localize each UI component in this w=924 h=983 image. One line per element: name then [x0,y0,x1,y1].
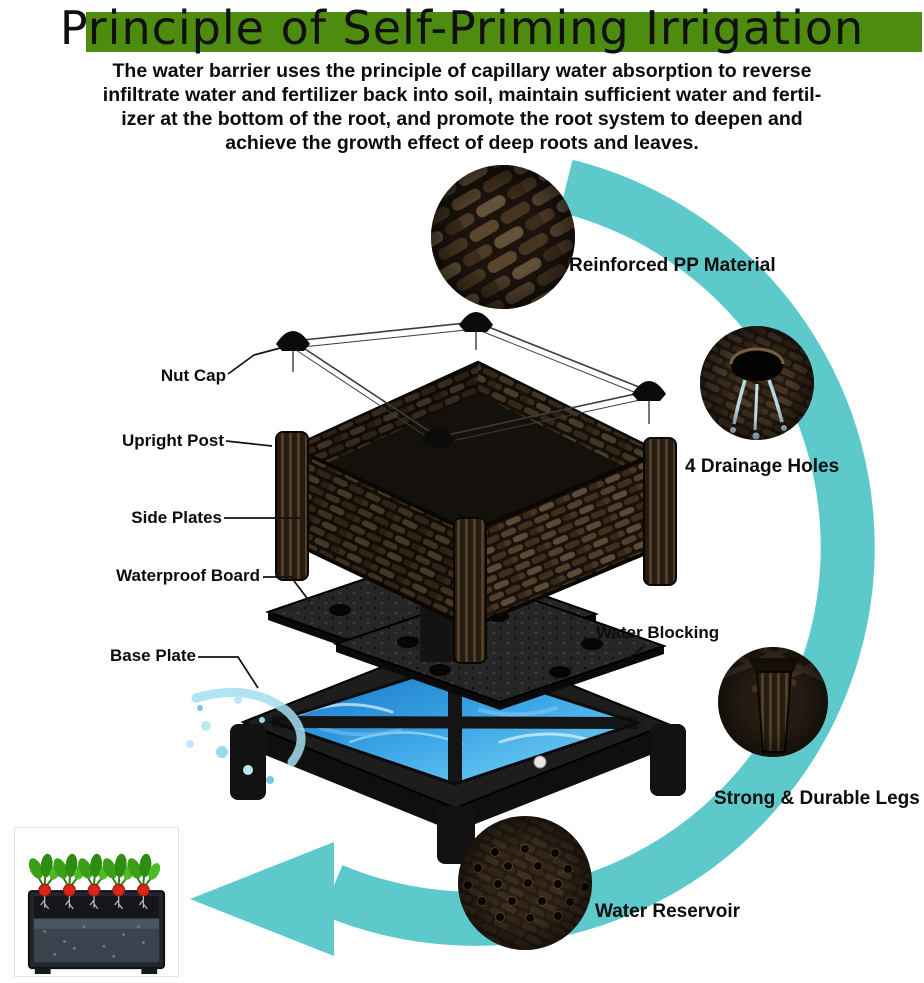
tray-leg [437,806,475,864]
tray-leg [650,724,686,796]
drain-plug [533,755,547,769]
planted-box-photo [14,827,179,977]
label-water-blocking: Water Blocking [596,623,720,642]
intro-paragraph: The water barrier uses the principle of … [102,60,822,154]
label-durable-legs: Strong & Durable Legs [714,788,920,809]
side-plate-left [292,447,470,627]
label-connector-lines [198,346,646,689]
label-nut-cap: Nut Cap [160,366,226,385]
planted-box-art [25,852,166,975]
corner-posts [275,431,677,664]
label-side-plates: Side Plates [131,508,222,527]
water-splash [186,687,306,784]
leg-photo [718,647,828,757]
page-title: Principle of Self-Priming Irrigation [59,1,865,55]
label-pp-material: Reinforced PP Material [569,255,776,276]
pp-material-photo [431,165,575,309]
label-waterproof-board: Waterproof Board [116,566,260,585]
reservoir-photo [458,816,592,950]
tray-leg [230,724,266,800]
title-banner [86,12,922,52]
label-base-plate: Base Plate [110,646,196,665]
label-upright-post: Upright Post [122,431,224,450]
nut-caps [276,312,666,447]
drainage-hole-photo [700,326,814,440]
side-plate-right [470,452,660,627]
planter-box [290,360,662,630]
label-drainage-holes: 4 Drainage Holes [685,456,840,477]
label-water-reservoir: Water Reservoir [595,901,741,922]
